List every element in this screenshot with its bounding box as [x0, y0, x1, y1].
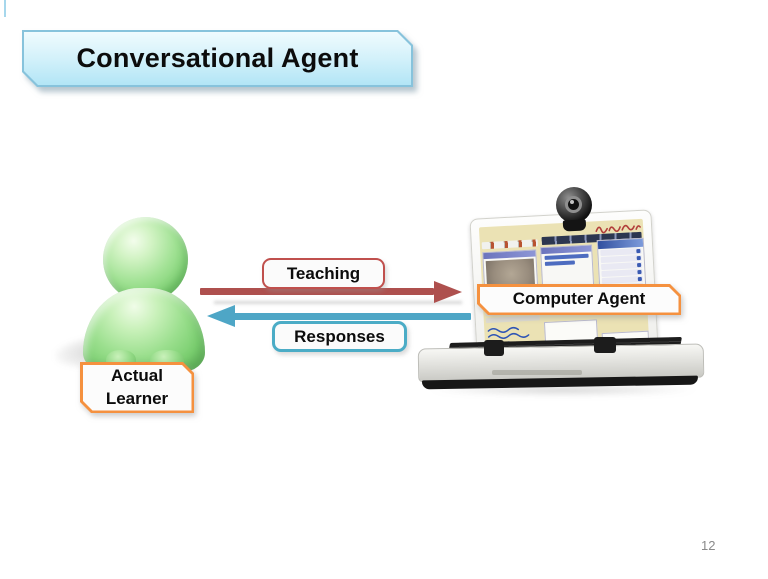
teaching-arrow — [200, 288, 434, 295]
actual-learner-label: Actual Learner — [80, 362, 194, 413]
responses-arrow — [234, 313, 471, 320]
label-fill — [83, 365, 192, 411]
screen-toolbar-left — [481, 239, 538, 250]
panel-header — [541, 245, 592, 255]
teaching-arrow-shadow — [214, 301, 462, 304]
learner-avatar-head-icon — [103, 217, 188, 302]
actual-learner-text: Actual Learner — [80, 362, 194, 413]
title-banner: Conversational Agent — [22, 30, 413, 87]
panel-bar — [544, 253, 589, 260]
webcam-mount — [562, 219, 587, 232]
webcam-lens-icon — [565, 196, 582, 213]
computer-agent-text: Computer Agent — [512, 289, 646, 309]
laptop-hinge — [484, 340, 504, 356]
title-banner-fill — [24, 32, 411, 85]
label-fill — [480, 287, 679, 313]
slide-edge-artifact — [4, 0, 6, 17]
learner-avatar-body-icon — [83, 288, 205, 372]
slide-title: Conversational Agent — [76, 43, 359, 73]
webcam-icon — [556, 187, 592, 223]
screen-logo-scribble — [595, 224, 641, 234]
laptop-image — [412, 182, 712, 404]
screen-strip — [485, 315, 540, 324]
actual-learner-line2: Learner — [105, 388, 169, 408]
responses-label: Responses — [272, 321, 407, 352]
actual-learner-line1: Actual — [111, 366, 163, 386]
page-number: 12 — [701, 538, 716, 553]
laptop-hinge — [594, 337, 616, 353]
computer-agent-label: Computer Agent — [477, 284, 681, 315]
laptop-base-label — [492, 370, 582, 375]
screen-dialog-panel — [540, 244, 595, 290]
teaching-arrow-head-icon — [434, 281, 462, 303]
panel-bar — [544, 260, 575, 266]
teaching-label: Teaching — [262, 258, 385, 289]
responses-arrow-head-icon — [207, 305, 235, 327]
